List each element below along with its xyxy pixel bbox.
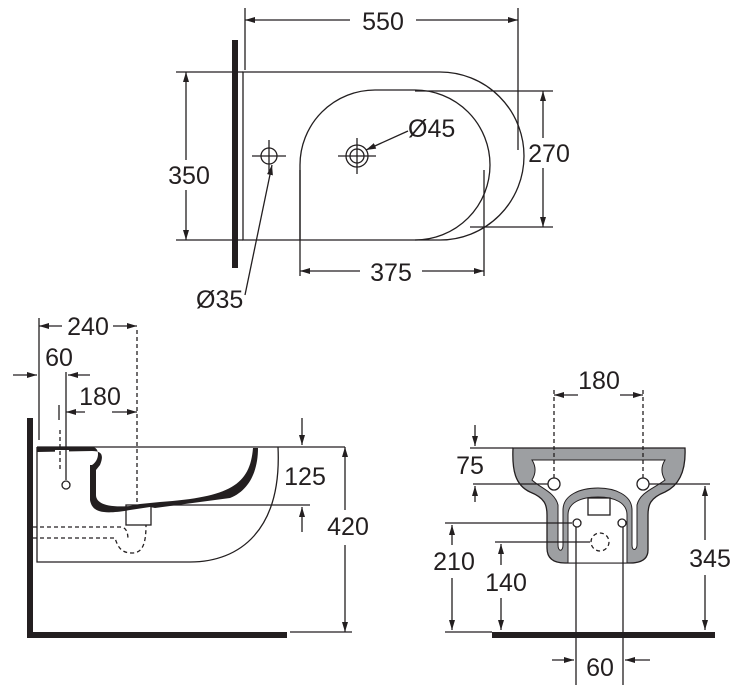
- fixing-hole: [252, 140, 286, 172]
- fixing-hole-right: [636, 477, 650, 491]
- supply-right: [617, 518, 627, 528]
- dim-60: 60: [586, 654, 614, 682]
- dim-375: 375: [370, 259, 412, 287]
- dim-180: 180: [578, 367, 620, 395]
- bidet-outline: [242, 71, 525, 241]
- wall: [232, 40, 238, 268]
- dim-345: 345: [689, 545, 731, 573]
- dim-75: 75: [456, 452, 484, 480]
- dim-550: 550: [362, 8, 404, 36]
- dim-125: 125: [284, 463, 326, 491]
- waste-outlet: [125, 504, 152, 526]
- label-fixing-hole-diameter: Ø35: [196, 286, 243, 314]
- label-tap-hole-diameter: Ø45: [408, 115, 455, 143]
- wall: [27, 418, 33, 638]
- dim-180: 180: [79, 383, 121, 411]
- supply-left: [572, 518, 582, 528]
- fixing-hole-left: [547, 477, 561, 491]
- dim-60: 60: [45, 344, 73, 372]
- bidet-front-cavity: [531, 459, 666, 551]
- dim-270: 270: [528, 140, 570, 168]
- dim-420: 420: [327, 513, 369, 541]
- trap-dashed: [33, 524, 147, 554]
- floor: [492, 632, 715, 638]
- side-view: 240 60 180 125 420: [13, 313, 369, 638]
- tap-hole: [338, 138, 376, 174]
- waste-dashed: [590, 532, 610, 552]
- floor: [27, 632, 287, 638]
- dim-240: 240: [67, 313, 109, 341]
- fixing-hole: [61, 480, 71, 490]
- dim-140: 140: [485, 569, 527, 597]
- dim-210: 210: [433, 548, 475, 576]
- top-view: 550 350 270 375 Ø45 Ø35: [168, 8, 570, 314]
- basin-outline: [299, 89, 491, 241]
- front-view: 180 75 345 210 140 60: [433, 367, 731, 685]
- basin-section: [37, 447, 258, 513]
- dim-350: 350: [168, 162, 210, 190]
